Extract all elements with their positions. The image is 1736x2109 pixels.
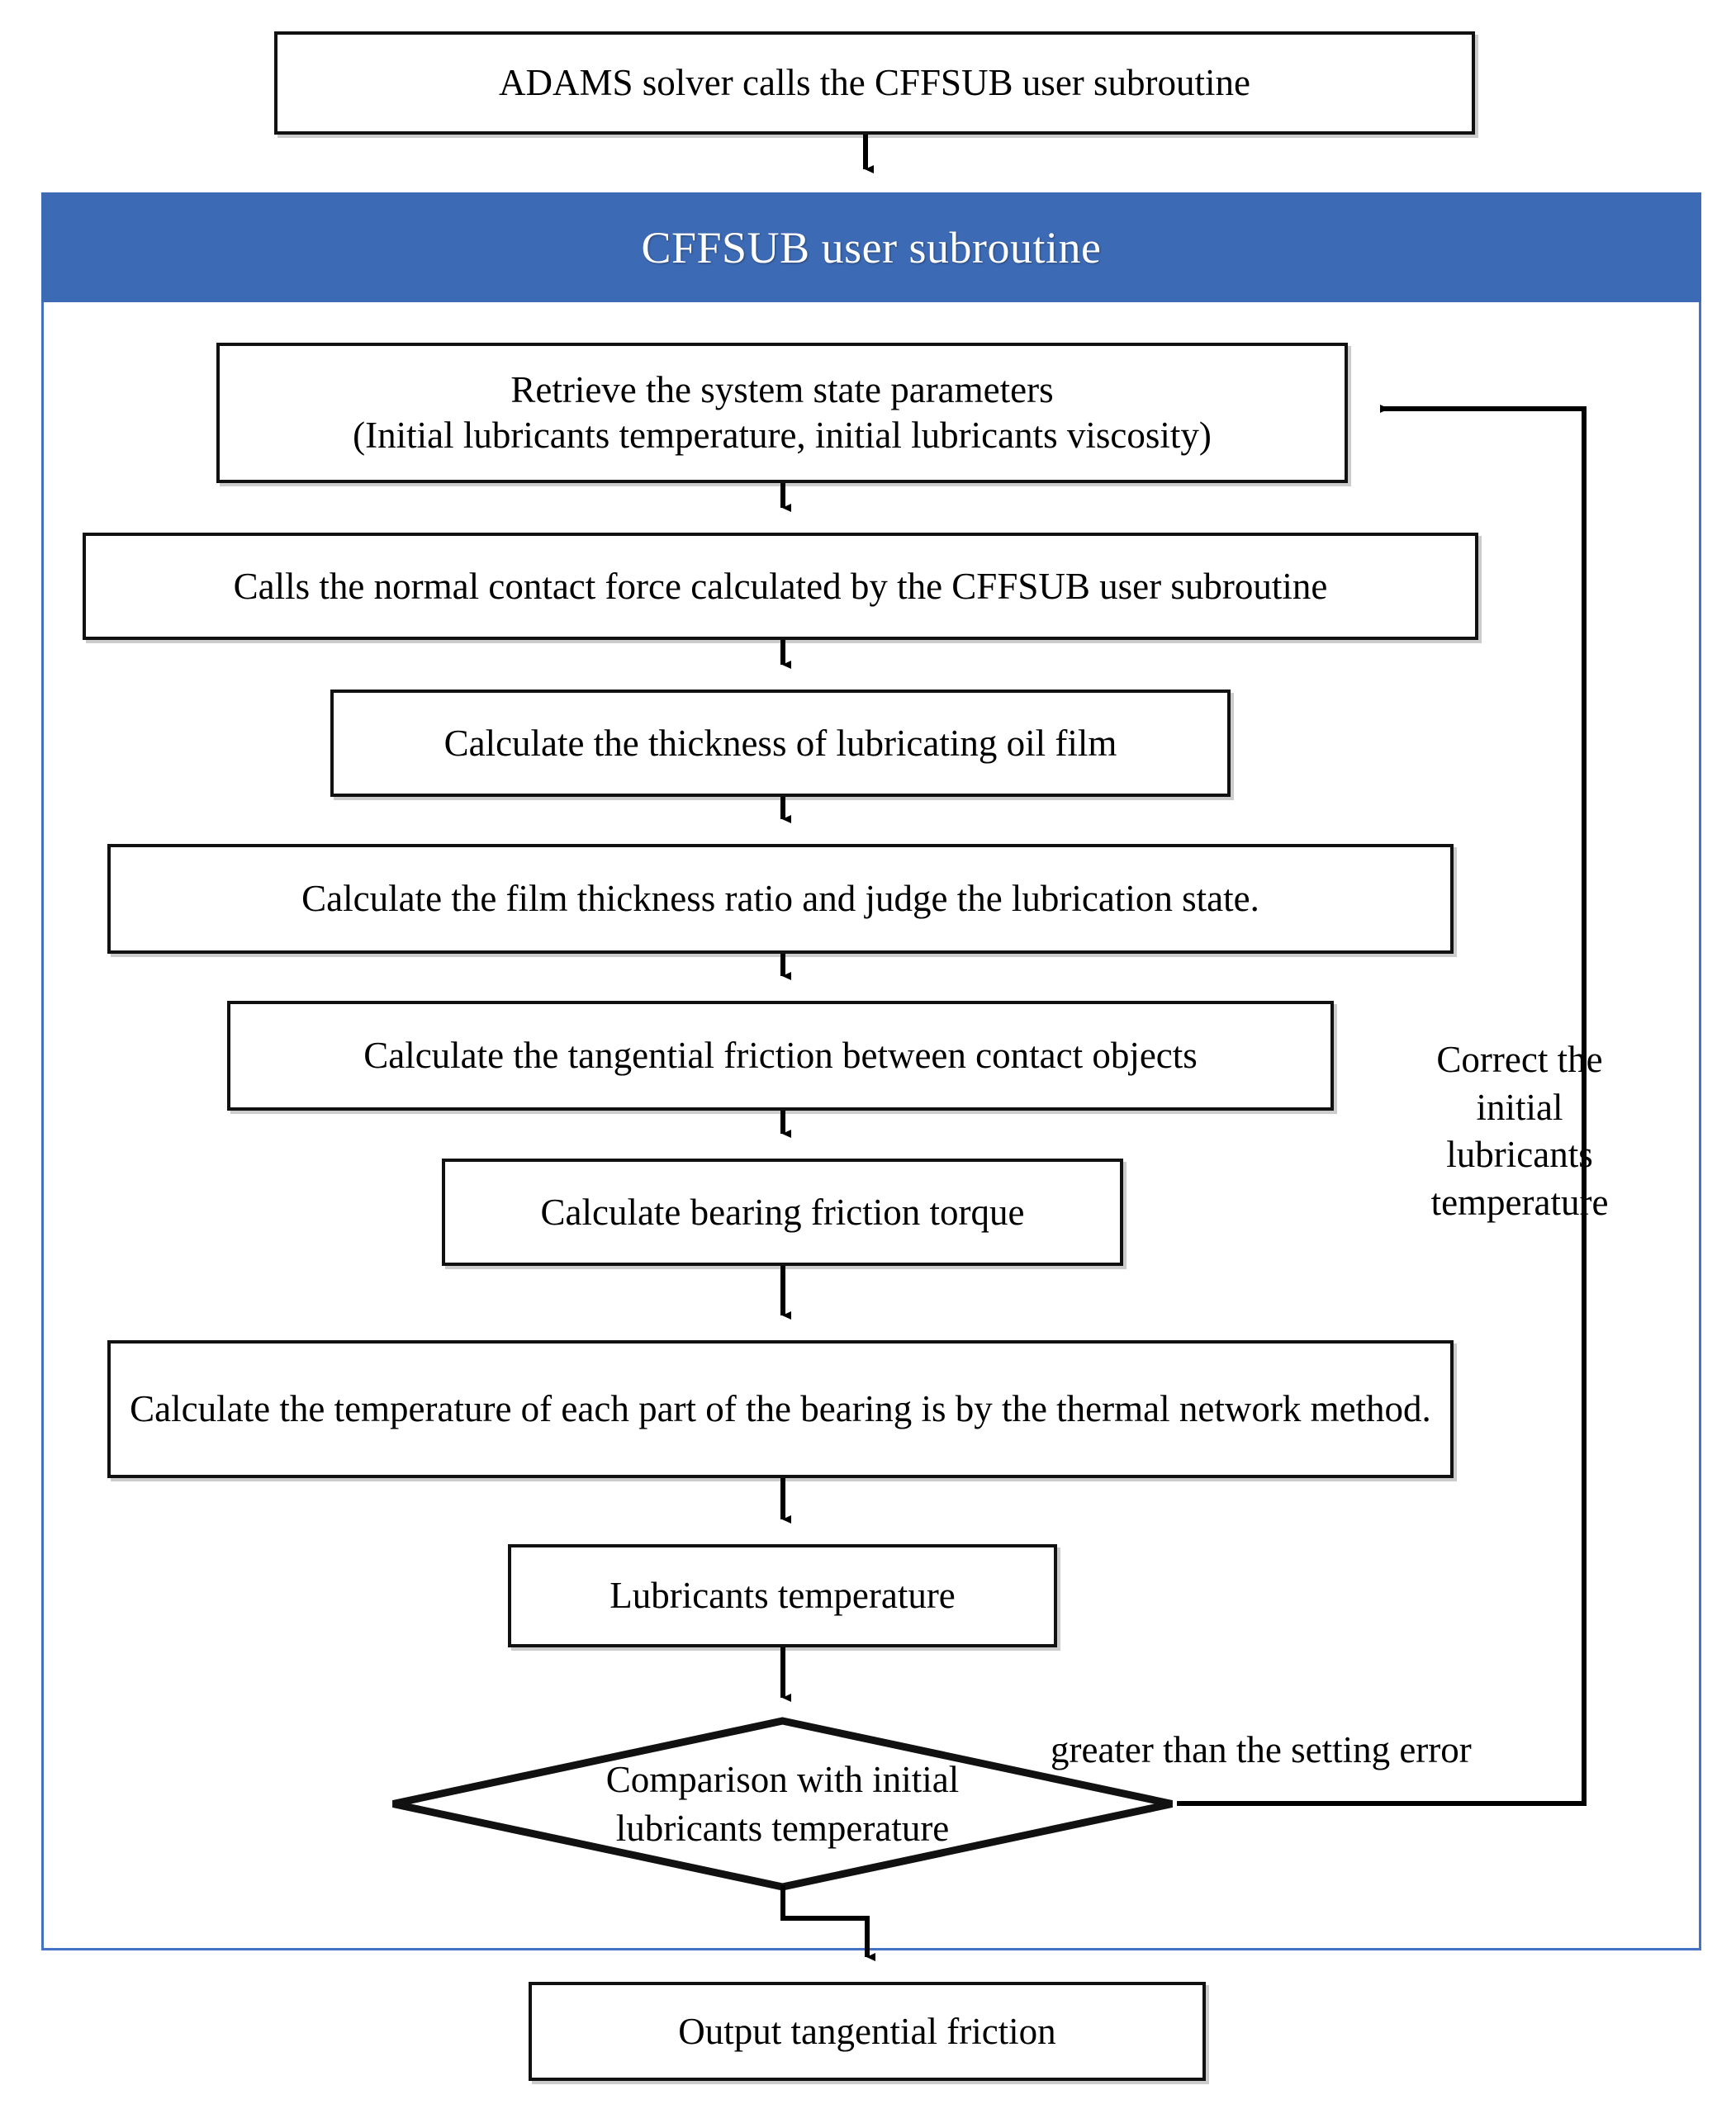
node-normal-contact-force-label: Calls the normal contact force calculate…: [233, 565, 1328, 607]
node-normal-contact-force[interactable]: Calls the normal contact force calculate…: [83, 533, 1478, 640]
node-output-tangential-friction[interactable]: Output tangential friction: [529, 1982, 1206, 2081]
node-adams-solver-label: ADAMS solver calls the CFFSUB user subro…: [499, 62, 1250, 104]
node-bearing-friction-torque-label: Calculate bearing friction torque: [540, 1191, 1025, 1233]
node-lubricants-temperature[interactable]: Lubricants temperature: [508, 1544, 1057, 1647]
decision-yes-branch-label: greater than the setting error: [1051, 1729, 1472, 1770]
node-retrieve-state-parameters[interactable]: Retrieve the system state parameters (In…: [216, 343, 1348, 483]
node-retrieve-state-parameters-label: Retrieve the system state parameters (In…: [353, 369, 1212, 456]
node-lubricants-temperature-label: Lubricants temperature: [609, 1575, 956, 1617]
feedback-loop-label: Correct the initial lubricants temperatu…: [1430, 1039, 1609, 1223]
cffsub-group-header: CFFSUB user subroutine: [41, 192, 1701, 302]
node-bearing-friction-torque[interactable]: Calculate bearing friction torque: [442, 1159, 1123, 1266]
node-oil-film-thickness-label: Calculate the thickness of lubricating o…: [443, 722, 1117, 764]
node-oil-film-thickness[interactable]: Calculate the thickness of lubricating o…: [330, 690, 1231, 797]
node-thermal-network-temperature-label: Calculate the temperature of each part o…: [130, 1388, 1431, 1430]
node-film-thickness-ratio[interactable]: Calculate the film thickness ratio and j…: [107, 844, 1454, 954]
node-adams-solver[interactable]: ADAMS solver calls the CFFSUB user subro…: [274, 31, 1475, 135]
node-film-thickness-ratio-label: Calculate the film thickness ratio and j…: [301, 878, 1259, 920]
node-output-tangential-friction-label: Output tangential friction: [678, 2010, 1056, 2052]
cffsub-group-header-label: CFFSUB user subroutine: [641, 222, 1102, 273]
node-tangential-friction[interactable]: Calculate the tangential friction betwee…: [227, 1001, 1334, 1111]
node-tangential-friction-label: Calculate the tangential friction betwee…: [363, 1035, 1198, 1077]
node-thermal-network-temperature[interactable]: Calculate the temperature of each part o…: [107, 1340, 1454, 1478]
